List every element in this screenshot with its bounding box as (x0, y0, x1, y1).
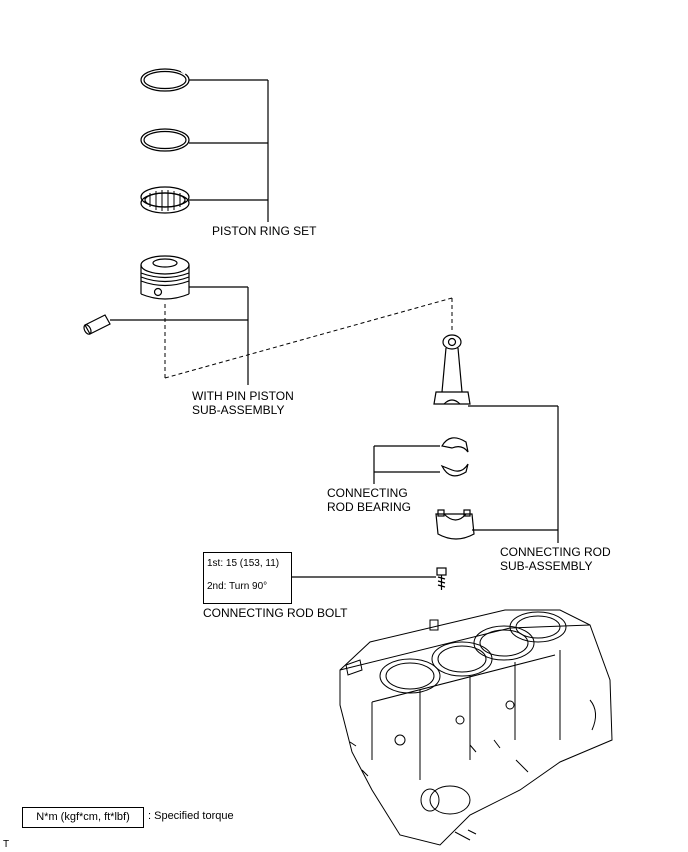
oil-ring-icon (140, 186, 190, 214)
piston-pin-icon (83, 314, 111, 335)
connecting-rod-bolt-label: CONNECTING ROD BOLT (203, 606, 348, 620)
piston-ring-set-label: PISTON RING SET (212, 224, 317, 238)
piston-ring-set-leader (189, 79, 269, 222)
connecting-rod-bearing-label-line1: CONNECTING (327, 486, 408, 500)
piston-sub-assembly-label-line1: WITH PIN PISTON (192, 389, 294, 403)
torque-step-2: 2nd: Turn 90° (207, 581, 268, 592)
connecting-rod-bearing-leader (373, 445, 440, 484)
connecting-rod-bearing-label-line2: ROD BEARING (327, 500, 412, 514)
piston-icon (140, 255, 190, 300)
piston-sub-assembly-leader (110, 286, 249, 385)
bearing-lower-icon (440, 463, 469, 477)
corner-mark: T (3, 839, 10, 850)
torque-legend-description: : Specified torque (148, 810, 234, 822)
torque-step-1: 1st: 15 (153, 11) (207, 558, 280, 569)
assembly-dashed-line (164, 297, 453, 379)
compression-ring-top-icon (140, 68, 190, 92)
cylinder-block-icon (339, 609, 613, 846)
connecting-rod-cap-icon (435, 509, 475, 540)
torque-spec-box: 1st: 15 (153, 11) 2nd: Turn 90° (203, 552, 292, 604)
connecting-rod-icon (433, 334, 471, 405)
compression-ring-second-icon (140, 128, 190, 152)
connecting-rod-sub-assembly-label-line2: SUB-ASSEMBLY (500, 559, 593, 573)
torque-unit-legend-box: N*m (kgf*cm, ft*lbf) (22, 807, 144, 828)
connecting-rod-bolt-icon (436, 567, 447, 590)
connecting-rod-sub-assembly-label-line1: CONNECTING ROD (500, 545, 611, 559)
connecting-rod-sub-assembly-leader (468, 405, 559, 543)
piston-sub-assembly-label-line2: SUB-ASSEMBLY (192, 403, 285, 417)
bearing-upper-icon (441, 437, 469, 453)
